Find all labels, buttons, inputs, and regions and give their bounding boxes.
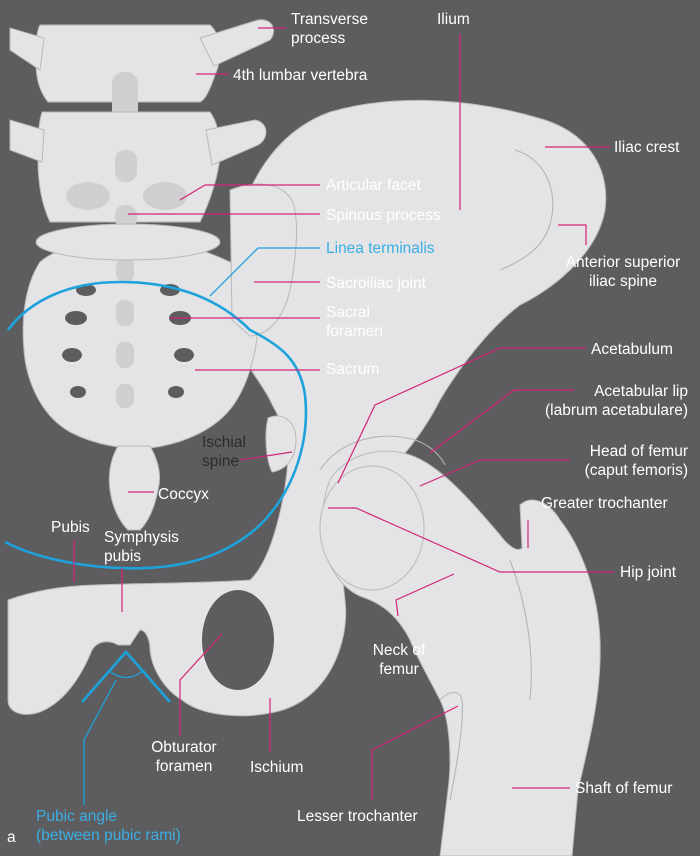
label-obturator-foramen: Obturator foramen — [151, 739, 217, 775]
label-pubis: Pubis — [51, 519, 90, 536]
sacral-spinous-tubercles — [116, 258, 134, 408]
label-hip-joint: Hip joint — [620, 564, 676, 581]
femur-shaft-edge — [509, 559, 532, 701]
label-coccyx: Coccyx — [158, 486, 209, 503]
label-acetabulum: Acetabulum — [591, 341, 673, 358]
label-lesser-trochanter: Lesser trochanter — [297, 808, 418, 825]
label-head-of-femur: Head of femur (caput femoris) — [584, 443, 688, 479]
label-linea-terminalis: Linea terminalis — [326, 240, 435, 257]
lumbar-vertebra-lower — [9, 111, 267, 229]
label-ischium: Ischium — [250, 759, 304, 776]
label-iliac-crest: Iliac crest — [614, 139, 680, 156]
iliac-fossa-edge — [499, 149, 554, 271]
label-anterior-superior-iliac-spine: Anterior superior iliac spine — [565, 254, 681, 290]
femoral-head — [319, 465, 425, 591]
label-sacroiliac-joint: Sacroiliac joint — [326, 275, 426, 292]
pubic-angle-arc — [107, 669, 145, 679]
acetabulum-rim — [319, 435, 446, 471]
ischial-spine-shape — [265, 415, 297, 473]
coccyx-shape — [108, 445, 161, 531]
intervertebral-disc — [35, 223, 221, 261]
label-sacrum: Sacrum — [326, 361, 380, 378]
label-ilium: Ilium — [437, 11, 470, 28]
label-pubic-angle: Pubic angle (between pubic rami) — [36, 808, 181, 844]
pubic-angle-line — [81, 650, 171, 703]
label-4th-lumbar-vertebra: 4th lumbar vertebra — [233, 67, 368, 84]
label-shaft-of-femur: Shaft of femur — [575, 780, 673, 797]
label-acetabular-lip: Acetabular lip (labrum acetabulare) — [544, 383, 688, 419]
label-neck-of-femur: Neck of femur — [372, 642, 426, 678]
label-articular-facet: Articular facet — [326, 177, 421, 194]
linea-terminalis-leader — [209, 247, 320, 297]
label-symphysis-pubis: Symphysis pubis — [104, 529, 179, 565]
sacrum-shape — [22, 237, 259, 449]
linea-terminalis-line — [4, 280, 308, 570]
obturator-foramen-opening — [202, 590, 274, 690]
label-transverse-process: Transverse process — [291, 11, 368, 47]
lumbar-vertebra-upper — [9, 19, 274, 128]
leader-lines — [73, 27, 614, 800]
pubic-angle-leader — [83, 679, 117, 805]
label-ischial-spine: Ischial spine — [202, 434, 246, 470]
label-spinous-process: Spinous process — [326, 207, 441, 224]
figure-letter: a — [7, 829, 16, 846]
label-greater-trochanter: Greater trochanter — [541, 495, 668, 512]
label-sacral-foramen: Sacral foramen — [326, 304, 383, 340]
lesser-trochanter-edge — [439, 691, 463, 801]
